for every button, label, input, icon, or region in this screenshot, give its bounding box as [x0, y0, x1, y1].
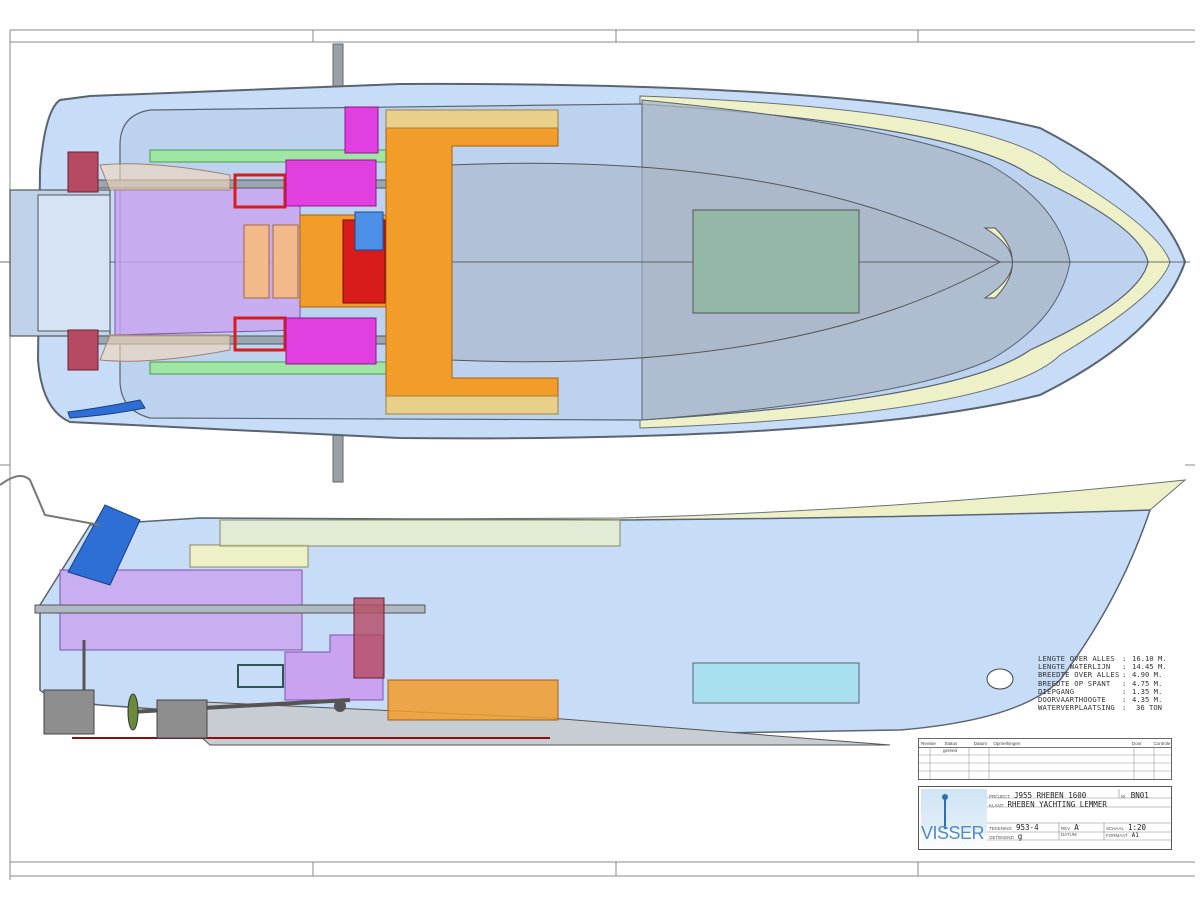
side-deck-line [34, 604, 426, 614]
plan-hatch-box [692, 209, 860, 314]
specifications-table: LENGTE OVER ALLES:16.10 M. LENGTE WATERL… [1038, 654, 1167, 713]
project-label: PROJECT [989, 794, 1011, 799]
formaat-row: FORMAAT A1 [1106, 832, 1139, 839]
plan-beam-top [385, 109, 559, 129]
formaat-label: FORMAAT [1106, 833, 1128, 838]
spec-label: DOORVAARTHOOGTE [1038, 695, 1106, 705]
title-block-grid [987, 789, 1171, 841]
nr-label: Nr. [1121, 794, 1127, 799]
spec-value: 4.75 M. [1132, 678, 1163, 688]
plan-rudder-port [67, 151, 99, 193]
plan-gearbox-starboard [233, 316, 287, 352]
buoy-icon [921, 794, 987, 847]
company-logo: VISSER [921, 789, 987, 847]
revision-grid [919, 747, 1171, 779]
rev-status-value: gereed [943, 748, 958, 753]
rev-col-controle: Controle [1153, 740, 1171, 746]
spec-label: LENGTE WATERLIJN [1038, 662, 1111, 672]
spec-label: BREEDTE OP SPANT [1038, 678, 1111, 688]
schaal-label: SCHAAL [1106, 826, 1125, 831]
tekening-row: TEKENING 953-4 [989, 823, 1039, 832]
project-value: J955 RHEBEN 1600 [1014, 791, 1087, 800]
plan-engine-starboard [285, 317, 377, 365]
schaal-row: SCHAAL 1:20 [1106, 823, 1146, 832]
plan-battery-2 [272, 224, 299, 299]
spec-label: BREEDTE OVER ALLES [1038, 670, 1120, 680]
plan-aft-seat-port [99, 163, 231, 191]
revision-header: Revisie Status Datum Opmerkingen Door Co… [919, 739, 1171, 748]
spec-label: WATERVERPLAATSING [1038, 703, 1115, 713]
plan-swim-ladder [67, 399, 146, 419]
side-anchor-hole [986, 668, 1014, 690]
side-propeller [127, 693, 139, 731]
formaat-value: A1 [1131, 832, 1139, 839]
nr-row: Nr. BN01 [1121, 791, 1149, 800]
side-gearbox [237, 664, 284, 688]
datum-label: DATUM [1061, 832, 1077, 837]
klant-row: KLANT RHEBEN YACHTING LEMMER [989, 800, 1107, 809]
plan-battery-1 [243, 224, 270, 299]
plan-generator [344, 106, 379, 154]
side-antenna [0, 475, 101, 526]
side-aft-skeg [43, 689, 95, 735]
plan-transom-door [37, 194, 111, 332]
rev-row: REV A [1061, 823, 1079, 832]
spec-value: 4.90 M. [1132, 670, 1163, 680]
side-rudder [156, 699, 208, 739]
spec-label: DIEPGANG [1038, 686, 1075, 696]
rev-value: A [1074, 823, 1079, 832]
plan-gearbox-port [233, 173, 287, 209]
spec-row: LENGTE OVER ALLES:16.10 M. [1038, 654, 1167, 663]
schaal-value: 1:20 [1128, 823, 1147, 832]
spec-label: LENGTE OVER ALLES [1038, 654, 1115, 663]
klant-value: RHEBEN YACHTING LEMMER [1007, 800, 1107, 809]
side-shaft-coupling [334, 700, 346, 712]
getekend-row: GETEKEND g [989, 832, 1022, 841]
plan-anchor-locker [983, 227, 1013, 299]
rev-col-datum: Datum [973, 740, 988, 746]
side-exhaust [353, 597, 385, 679]
rev-col-opmerkingen: Opmerkingen [993, 740, 1021, 746]
side-windshield [67, 504, 141, 586]
plan-rudder-starboard [67, 329, 99, 371]
side-view [0, 475, 1187, 746]
nr-value: BN01 [1130, 791, 1149, 800]
spec-value: 36 TON [1136, 703, 1162, 713]
rev-col-revisie: Revisie [921, 740, 936, 746]
side-porthole-window [692, 662, 860, 704]
spec-row: BREEDTE OVER ALLES:4.90 M. [1038, 670, 1163, 680]
spec-row: BREEDTE OP SPANT:4.75 M. [1038, 678, 1163, 688]
spec-row: DIEPGANG:1.35 M. [1038, 686, 1163, 696]
spec-value: 16.10 M. [1132, 654, 1167, 663]
getekend-label: GETEKEND [989, 835, 1014, 840]
klant-label: KLANT [989, 803, 1004, 808]
plan-view [0, 43, 1190, 483]
rev-col-status: Status [944, 740, 958, 746]
tekening-value: 953-4 [1016, 823, 1039, 832]
spec-value: 14.45 M. [1132, 662, 1167, 672]
project-row: PROJECT J955 RHEBEN 1600 [989, 791, 1086, 800]
rev-label: REV [1061, 826, 1071, 831]
getekend-value: g [1017, 832, 1023, 841]
side-yellow-block-2 [219, 519, 621, 547]
side-fuel-tank [387, 679, 559, 721]
side-yellow-block-1 [189, 544, 309, 568]
spec-row: LENGTE WATERLIJN:14.45 M. [1038, 662, 1167, 672]
rev-col-door: Door [1131, 740, 1142, 746]
spec-value: 1.35 M. [1132, 686, 1163, 696]
plan-beam-bottom [385, 395, 559, 415]
spec-row: WATERVERPLAATSING:36 TON [1038, 703, 1162, 713]
spec-value: 4.35 M. [1132, 695, 1163, 705]
title-block: VISSER PROJECT J955 RHEBEN 1600 Nr. BN01… [918, 786, 1172, 850]
spec-row: DOORVAARTHOOGTE:4.35 M. [1038, 695, 1163, 705]
plan-engine-port [285, 159, 377, 207]
plan-blue-tank [354, 211, 384, 251]
logo-text: VISSER [921, 823, 985, 843]
plan-aft-seat-starboard [99, 334, 231, 362]
revision-table: Revisie Status Datum Opmerkingen Door Co… [918, 738, 1172, 780]
datum-row: DATUM [1061, 832, 1081, 837]
sheet-frame [0, 29, 1195, 880]
tekening-label: TEKENING [989, 826, 1013, 831]
